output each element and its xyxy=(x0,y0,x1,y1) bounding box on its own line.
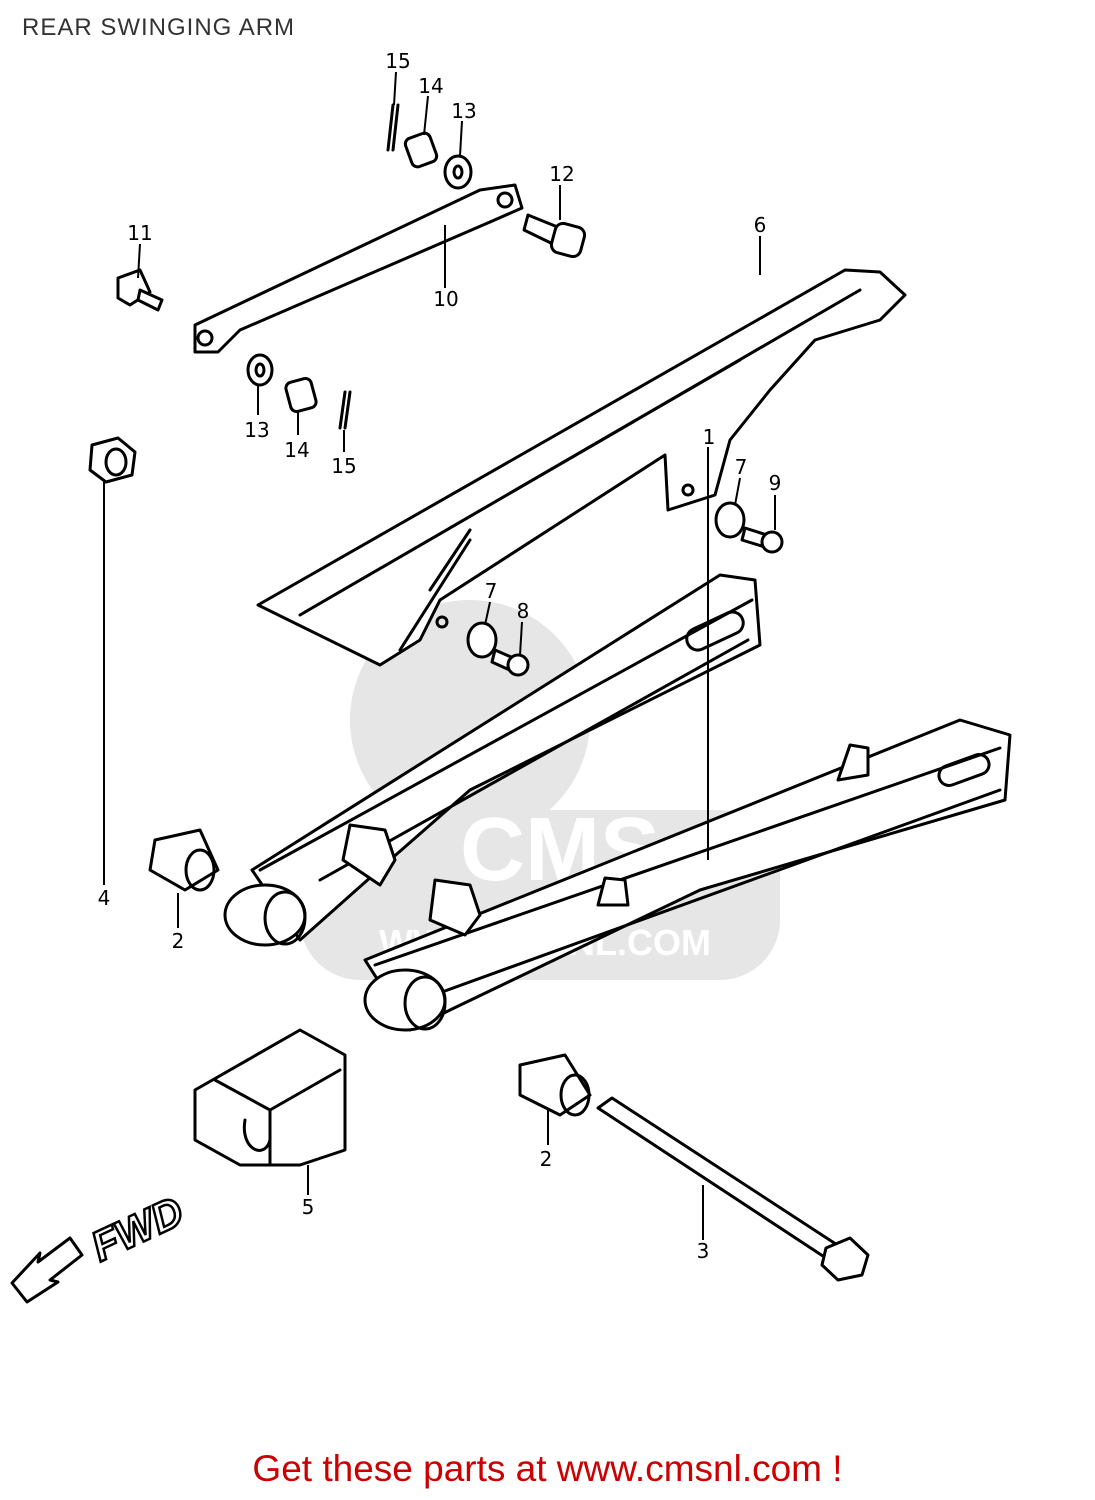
callout-15-bottom: 15 xyxy=(331,454,356,478)
callout-13-top: 13 xyxy=(451,99,476,123)
bush-2-lower xyxy=(518,1053,592,1117)
nut-14-bottom xyxy=(284,376,318,414)
cotter-pin-15-bottom xyxy=(338,390,352,430)
washer-7-bottom xyxy=(466,621,498,659)
callout-2-lower: 2 xyxy=(540,1147,553,1171)
callout-5: 5 xyxy=(302,1195,315,1219)
small-hardware xyxy=(466,501,784,677)
callout-10: 10 xyxy=(433,287,458,311)
bush-2-upper xyxy=(148,828,220,892)
callout-7-top: 7 xyxy=(735,455,748,479)
washer-7-top xyxy=(714,501,746,539)
callout-11: 11 xyxy=(127,221,152,245)
footer-promo-text: Get these parts at www.cmsnl.com ! xyxy=(252,1448,843,1489)
callout-1: 1 xyxy=(703,425,716,449)
chain-case-part-6 xyxy=(256,268,907,667)
callout-8: 8 xyxy=(517,599,530,623)
lower-parts xyxy=(88,436,870,1282)
washer-13-bottom xyxy=(246,353,274,387)
swingarm-part-1 xyxy=(223,573,1012,1032)
callout-3: 3 xyxy=(697,1239,710,1263)
callout-14-bottom: 14 xyxy=(284,438,309,462)
callout-15-top: 15 xyxy=(385,49,410,73)
bracket-part-10 xyxy=(193,183,524,354)
callout-12: 12 xyxy=(549,162,574,186)
block-part-5 xyxy=(193,1028,347,1167)
fwd-label: FWD xyxy=(84,1187,191,1270)
callout-6: 6 xyxy=(754,213,767,237)
diagram-title: REAR SWINGING ARM xyxy=(22,14,296,41)
forward-direction-indicator: FWD xyxy=(10,1186,192,1304)
upper-hardware xyxy=(116,103,587,430)
callout-7-bottom: 7 xyxy=(485,579,498,603)
callout-2-upper: 2 xyxy=(172,929,185,953)
callout-9: 9 xyxy=(769,471,782,495)
leader-lines xyxy=(103,71,776,1240)
exploded-parts-diagram: CMS WWW.CMSNL.COM xyxy=(10,49,1012,1304)
callout-14-top: 14 xyxy=(418,74,443,98)
axle-bolt-part-3 xyxy=(596,1096,847,1264)
forward-arrow-icon xyxy=(10,1236,84,1304)
washer-13-top xyxy=(443,154,473,190)
callout-labels: 15 14 13 12 11 10 6 13 14 15 7 9 7 8 1 4… xyxy=(98,49,782,1263)
callout-13-bottom: 13 xyxy=(244,418,269,442)
cotter-pin-15-top xyxy=(386,103,400,152)
callout-4: 4 xyxy=(98,886,111,910)
nut-14-top xyxy=(403,131,439,169)
